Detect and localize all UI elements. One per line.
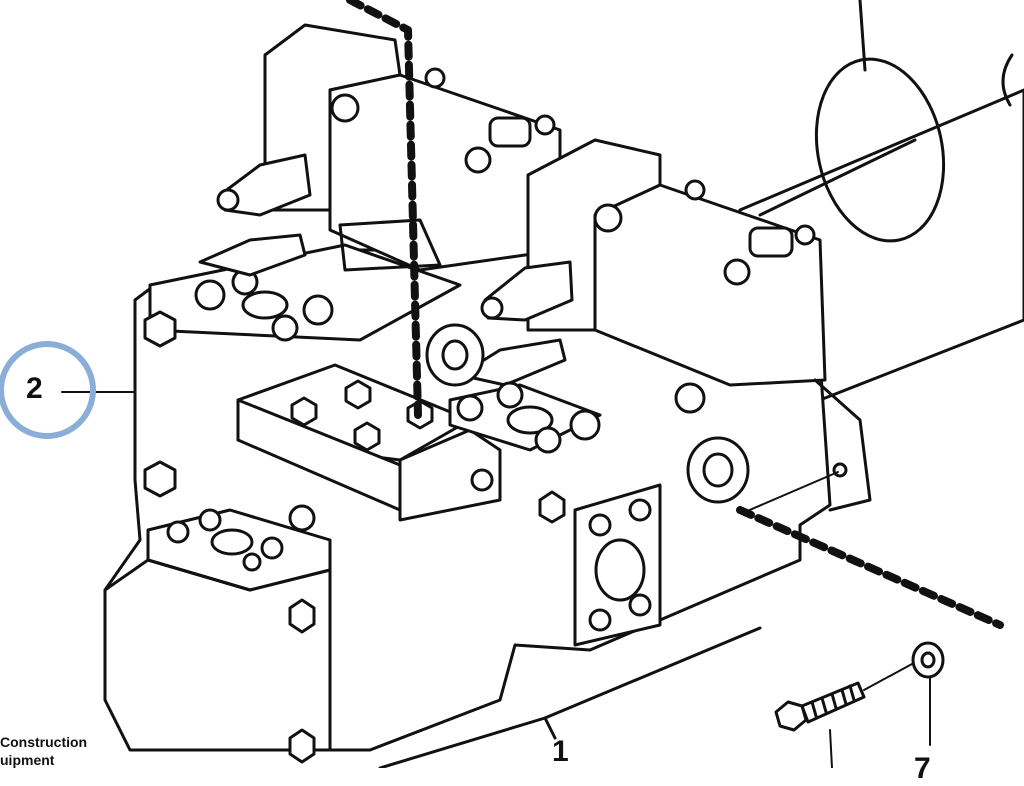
- solenoid-right: [425, 138, 872, 512]
- callout-number-1: 1: [552, 735, 569, 768]
- callout-number-7: 7: [914, 752, 931, 785]
- port-plate: [448, 381, 662, 647]
- dashed-leader-thin: [744, 471, 839, 513]
- dashed-leaders: [346, 0, 1004, 629]
- footer-brand-line-1: Construction: [0, 734, 88, 750]
- highlight-circle: [0, 341, 96, 439]
- callout-number-2: 2: [26, 372, 43, 405]
- bolt-7: [774, 641, 945, 768]
- lower-block: [103, 504, 332, 764]
- pressure-plate: [236, 363, 502, 522]
- hydraulic-valve-diagram: [0, 0, 1024, 768]
- solenoid-left: [198, 23, 562, 277]
- group-bracket-1: [378, 626, 762, 768]
- footer-brand-line-2: uipment: [0, 752, 55, 768]
- pipe-assembly: [738, 0, 1024, 402]
